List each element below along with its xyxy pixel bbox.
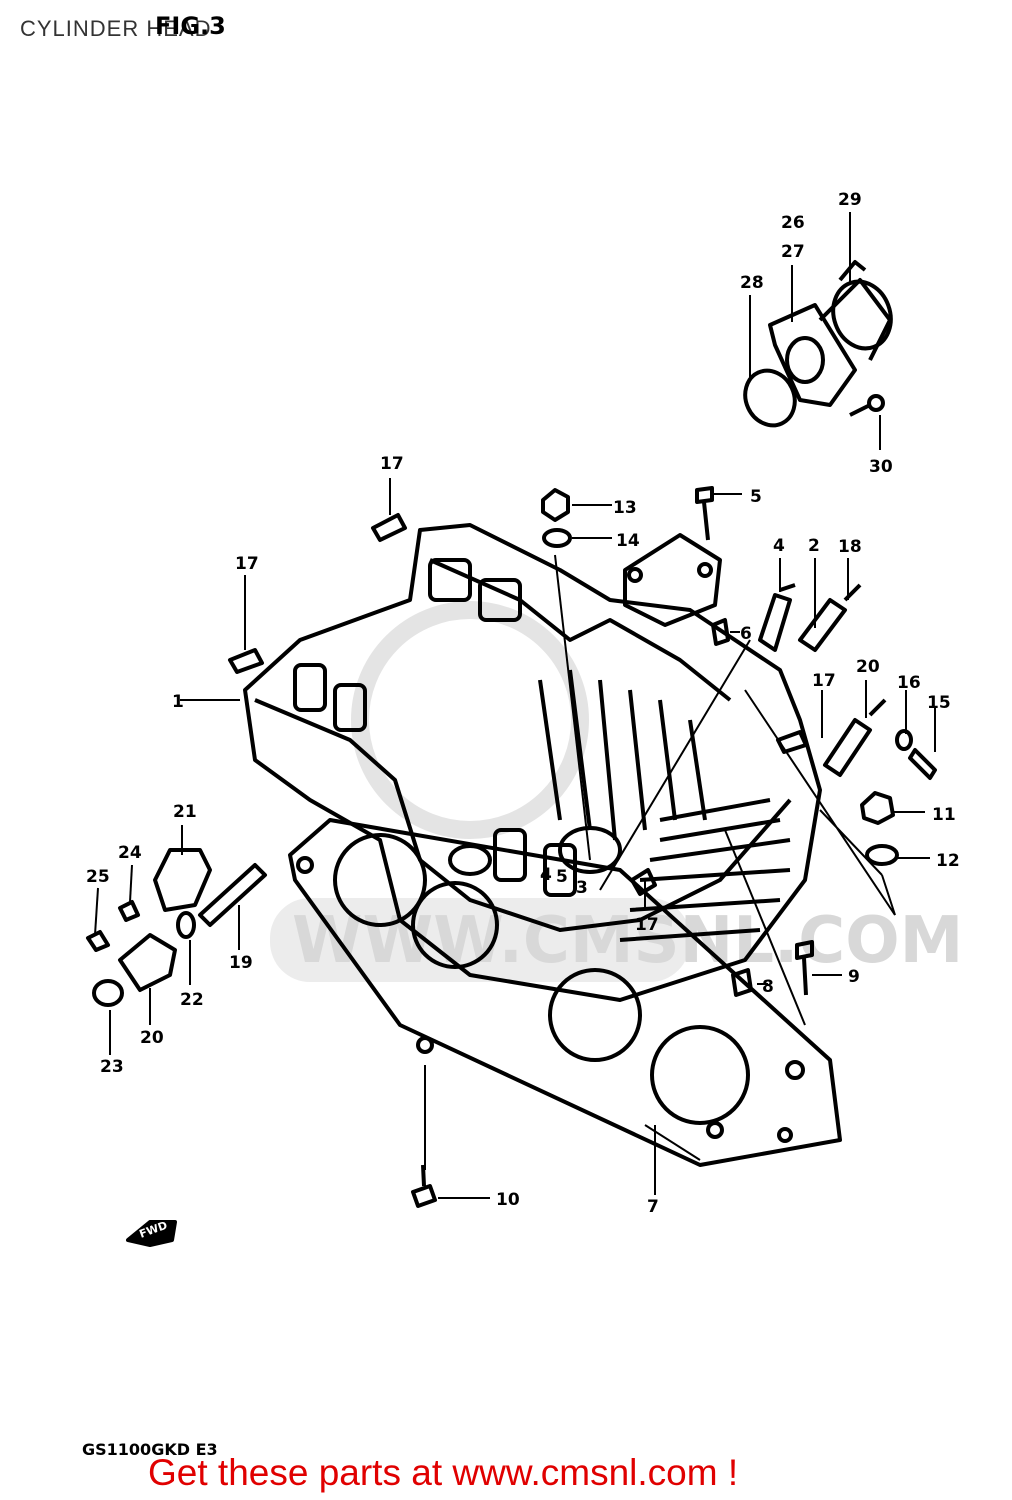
head-gasket [288,818,842,1167]
callout-12: 12 [936,851,960,871]
callout-9: 9 [848,967,860,987]
callout-19: 19 [229,953,253,973]
callout-11: 11 [932,805,956,825]
callout-26: 26 [781,213,805,233]
callout-29: 29 [838,190,862,210]
callout-3: 3 [576,878,588,898]
callout-2: 2 [808,536,820,556]
callout-21: 21 [173,802,197,822]
page-title: CYLINDER HEAD [20,16,212,41]
callout-17-top: 17 [380,454,404,474]
callout-20-plug: 20 [856,657,880,677]
callout-6: 6 [740,624,752,644]
callout-25: 25 [86,867,110,887]
callout-14: 14 [616,531,640,551]
figure-label: FIG.3 [155,12,226,40]
callout-13: 13 [613,498,637,518]
leader-lines [94,212,936,1199]
callout-1: 1 [172,692,184,712]
model-code: GS1100GKD E3 [82,1440,218,1459]
callout-30: 30 [869,457,893,477]
callout-18: 18 [838,537,862,557]
callout-17-left: 17 [235,554,259,574]
callout-labels: 1 2 3 4 4 5 5 6 7 8 9 10 11 12 13 14 15 … [86,190,960,1217]
callout-4-body: 4 [540,865,552,885]
callout-27: 27 [781,242,805,262]
callout-5-top: 5 [750,487,762,507]
callout-24: 24 [118,843,142,863]
callout-28: 28 [740,273,764,293]
callout-22: 22 [180,990,204,1010]
breather-cover [623,533,722,627]
callout-10: 10 [496,1190,520,1210]
callout-20-cap: 20 [140,1028,164,1048]
callout-23: 23 [100,1057,124,1077]
intake-pipe-assembly [743,260,893,428]
callout-15: 15 [927,693,951,713]
callout-4-top: 4 [773,536,785,556]
callout-16: 16 [897,673,921,693]
promo-link-text[interactable]: Get these parts at www.cmsnl.com ! [148,1452,739,1493]
callout-17-right: 17 [812,671,836,691]
callout-8: 8 [762,977,774,997]
callout-7: 7 [647,1197,659,1217]
callout-17-center: 17 [635,915,659,935]
callout-5-body: 5 [556,867,568,887]
cylinder-head [243,523,822,1002]
